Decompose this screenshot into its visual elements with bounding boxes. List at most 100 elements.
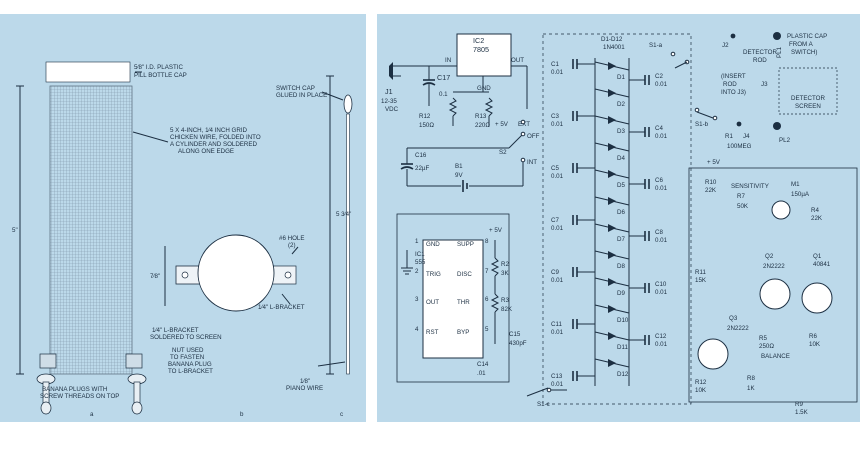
label-c5-val: 0.01	[551, 173, 564, 180]
label-m1: M1	[791, 181, 800, 188]
construction-drawing-panel: 5⁄8" I.D. PLASTIC PILL BOTTLE CAP 5 X 4-…	[0, 14, 366, 422]
label-r9-val: 1.5K	[795, 409, 809, 416]
label-dim-height: 5"	[12, 227, 18, 234]
diode-d8	[594, 250, 630, 260]
label-d7: D7	[617, 236, 625, 243]
label-d10: D10	[617, 317, 629, 324]
chicken-wire-screen	[49, 85, 133, 375]
label-r5: R5	[759, 335, 767, 342]
label-c16-val: 22µF	[415, 165, 429, 172]
svg-text:CHICKEN WIRE, FOLDED INTO: CHICKEN WIRE, FOLDED INTO	[170, 134, 261, 141]
label-c8: C8	[655, 229, 663, 236]
label-j4: J4	[743, 133, 750, 140]
label-c9: C9	[551, 269, 559, 276]
label-out: OUT	[511, 57, 524, 64]
label-pl1: PL1	[776, 46, 783, 58]
cap-c11	[572, 319, 595, 329]
cap-c1	[572, 59, 595, 69]
label-d6: D6	[617, 209, 625, 216]
label-r9: R9	[795, 401, 803, 408]
label-c2: C2	[655, 73, 663, 80]
label-in: IN	[445, 57, 451, 64]
label-r10: R10	[705, 179, 717, 186]
ic1-pin-num-7: 7	[485, 268, 489, 275]
cap-c4	[629, 127, 650, 137]
label-c6-val: 0.01	[655, 185, 668, 192]
svg-text:ROD: ROD	[723, 81, 737, 88]
label-r7: R7	[737, 193, 745, 200]
label-r8: R8	[747, 375, 755, 382]
cap-c3	[572, 111, 595, 121]
cap-c2	[629, 75, 650, 85]
r12-resistor	[448, 97, 458, 117]
label-m1-val: 150µA	[791, 191, 810, 198]
label-r7-val: 50K	[737, 203, 749, 210]
ic2-regulator	[456, 33, 512, 77]
svg-text:INTO J3): INTO J3)	[721, 89, 746, 96]
label-r12b: R12	[695, 379, 707, 386]
label-c10: C10	[655, 281, 667, 288]
label-bottle-cap-2: PILL BOTTLE CAP	[134, 72, 187, 79]
svg-text:TO FASTEN: TO FASTEN	[170, 354, 204, 361]
label-c12: C12	[655, 333, 667, 340]
label-nut: NUT USED	[172, 347, 204, 354]
detector-screen-outline	[778, 67, 838, 115]
ic1-pin-rst: RST	[426, 329, 439, 336]
ic1-pin-gnd: GND	[426, 241, 440, 248]
label-c15-val: 430pF	[509, 340, 527, 347]
label-banana: BANANA PLUGS WITH	[42, 386, 107, 393]
ic1-pin-num-1: 1	[415, 238, 419, 245]
cap-c9	[572, 267, 595, 277]
label-c17-val: 0.1	[439, 91, 448, 98]
s1a-switch	[670, 51, 690, 69]
j1-jack	[389, 62, 415, 80]
label-bottle-cap-1: 5⁄8" I.D. PLASTIC	[134, 64, 183, 71]
label-plus5v-ic1: + 5V	[489, 227, 503, 234]
diode-d3	[594, 115, 630, 125]
label-q1-part: 40841	[813, 261, 831, 268]
label-switch-cap: SWITCH CAP	[276, 85, 315, 92]
label-detector-screen-1: DETECTOR	[791, 95, 825, 102]
label-d1: D1	[617, 74, 625, 81]
bracket-right-tab	[271, 265, 297, 285]
label-d8: D8	[617, 263, 625, 270]
m1-meter	[771, 200, 791, 220]
label-pl2: PL2	[779, 137, 791, 144]
label-c15: C15	[509, 331, 521, 338]
label-c4-val: 0.01	[655, 133, 668, 140]
label-r13-val: 220Ω	[475, 122, 490, 129]
label-c9-val: 0.01	[551, 277, 564, 284]
label-s1c: S1-c	[537, 401, 550, 408]
label-c13: C13	[551, 373, 563, 380]
label-q2-part: 2N2222	[763, 263, 785, 270]
svg-text:SCREEN: SCREEN	[795, 103, 821, 110]
cap-c12	[629, 335, 650, 345]
label-ic1-part: 555	[415, 259, 426, 266]
diode-d6	[594, 196, 630, 206]
label-s1b: S1-b	[695, 121, 709, 128]
label-r1: R1	[725, 133, 733, 140]
ic1-pin-num-8: 8	[485, 238, 489, 245]
j4-jack	[736, 121, 742, 127]
label-c7: C7	[551, 217, 559, 224]
label-c5: C5	[551, 165, 559, 172]
banana-plug-right	[127, 373, 147, 415]
label-r12: R12	[419, 113, 431, 120]
label-l-bracket-soldered: 1⁄4" L-BRACKET	[152, 327, 199, 334]
ic1-pin-num-2: 2	[415, 268, 419, 275]
r2-resistor	[490, 257, 500, 277]
label-c8-val: 0.01	[655, 237, 668, 244]
s1c-switch	[526, 387, 567, 397]
diode-d2	[594, 88, 630, 98]
label-c6: C6	[655, 177, 663, 184]
ic1-pin-trig: TRIG	[426, 271, 441, 278]
label-plastic-cap-1: PLASTIC CAP	[787, 33, 827, 40]
diode-d5	[594, 169, 630, 179]
label-s1a: S1-a	[649, 42, 663, 49]
label-dim-disc: 7⁄8"	[150, 273, 160, 280]
diode-d9	[594, 277, 630, 287]
svg-text:A CYLINDER AND SOLDERED: A CYLINDER AND SOLDERED	[170, 141, 258, 148]
svg-text:ROD: ROD	[753, 57, 767, 64]
label-c3-val: 0.01	[551, 121, 564, 128]
diode-d12	[594, 358, 630, 368]
